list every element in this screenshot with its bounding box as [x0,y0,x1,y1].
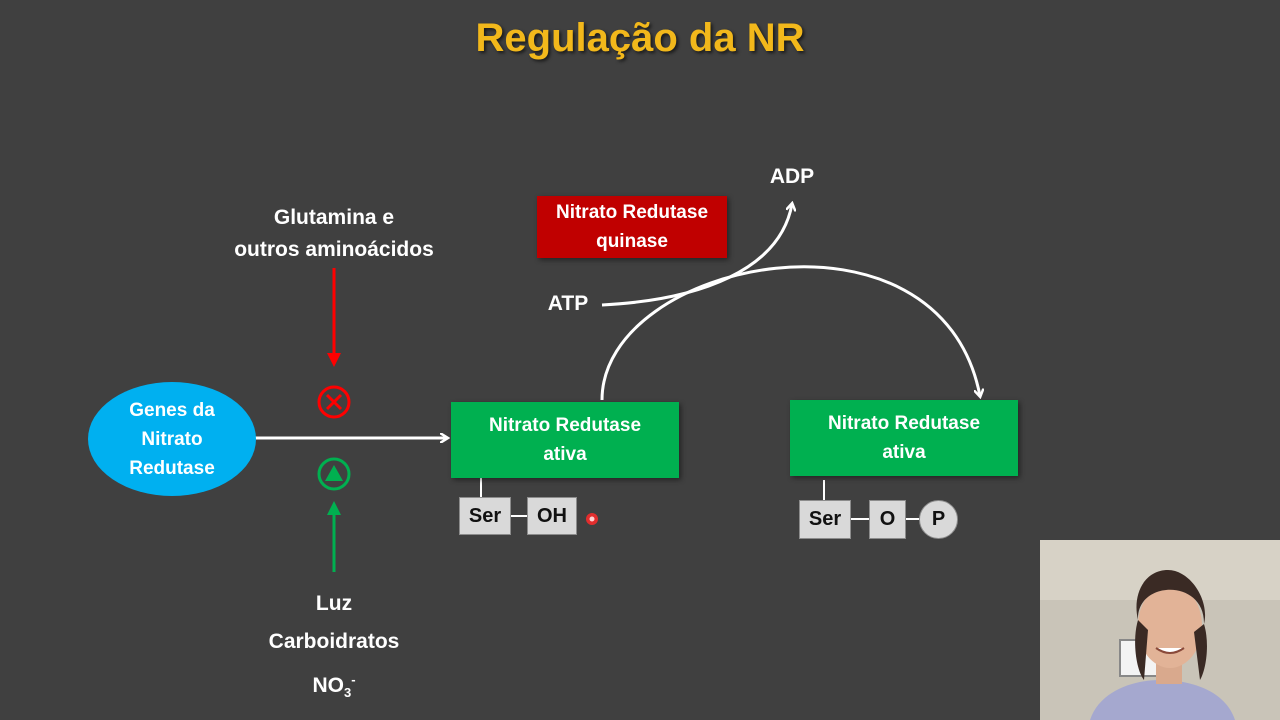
nitrate-subscript: 3 [343,685,352,701]
inhibitors-line-1: Glutamina e [273,206,395,229]
inducer-carboidratos: Carboidratos [268,630,400,653]
inhibitors-label: Glutamina e outros aminoácidos [214,202,454,266]
oxygen-chip: O [869,500,906,539]
atp-label: ATP [547,292,589,315]
hydroxyl-chip: OH [527,497,577,535]
presenter-webcam [1040,540,1280,720]
inducer-luz: Luz [315,592,353,615]
enzyme-left-line-1: Nitrato Redutase [488,415,642,436]
genes-ellipse: Genes da Nitrato Redutase [88,382,256,496]
inhibition-icon [317,385,351,419]
laser-pointer-icon [586,513,598,525]
phosphate-circle: P [919,500,958,539]
phosphorylation-arrow [600,265,980,401]
kinase-line-2: quinase [596,231,668,252]
inhibitors-line-2: outros aminoácidos [234,238,434,261]
genes-line-3: Redutase [129,457,215,479]
nitrate-base: NO [312,674,344,697]
slide-title: Regulação da NR [475,16,805,60]
kinase-line-1: Nitrato Redutase [555,202,709,223]
enzyme-box-phosphorylated: Nitrato Redutase ativa [790,400,1018,476]
atp-adp-arrow [601,204,792,307]
serine-chip-right: Ser [799,500,851,539]
genes-line-2: Nitrato [141,428,203,450]
kinase-box: Nitrato Redutase quinase [537,196,727,258]
enzyme-right-line-1: Nitrato Redutase [827,413,981,434]
adp-label: ADP [769,165,815,188]
inducer-nitrate: NO3- [234,661,434,712]
nitrate-superscript: - [351,672,356,687]
enzyme-box-active: Nitrato Redutase ativa [451,402,679,478]
presenter-video-icon [1040,540,1280,720]
induction-icon [317,457,351,491]
genes-line-1: Genes da [129,399,215,421]
enzyme-right-line-2: ativa [882,442,926,463]
inducers-label: Luz Carboidratos NO3- [234,585,434,712]
serine-chip-left: Ser [459,497,511,535]
enzyme-left-line-2: ativa [543,444,587,465]
